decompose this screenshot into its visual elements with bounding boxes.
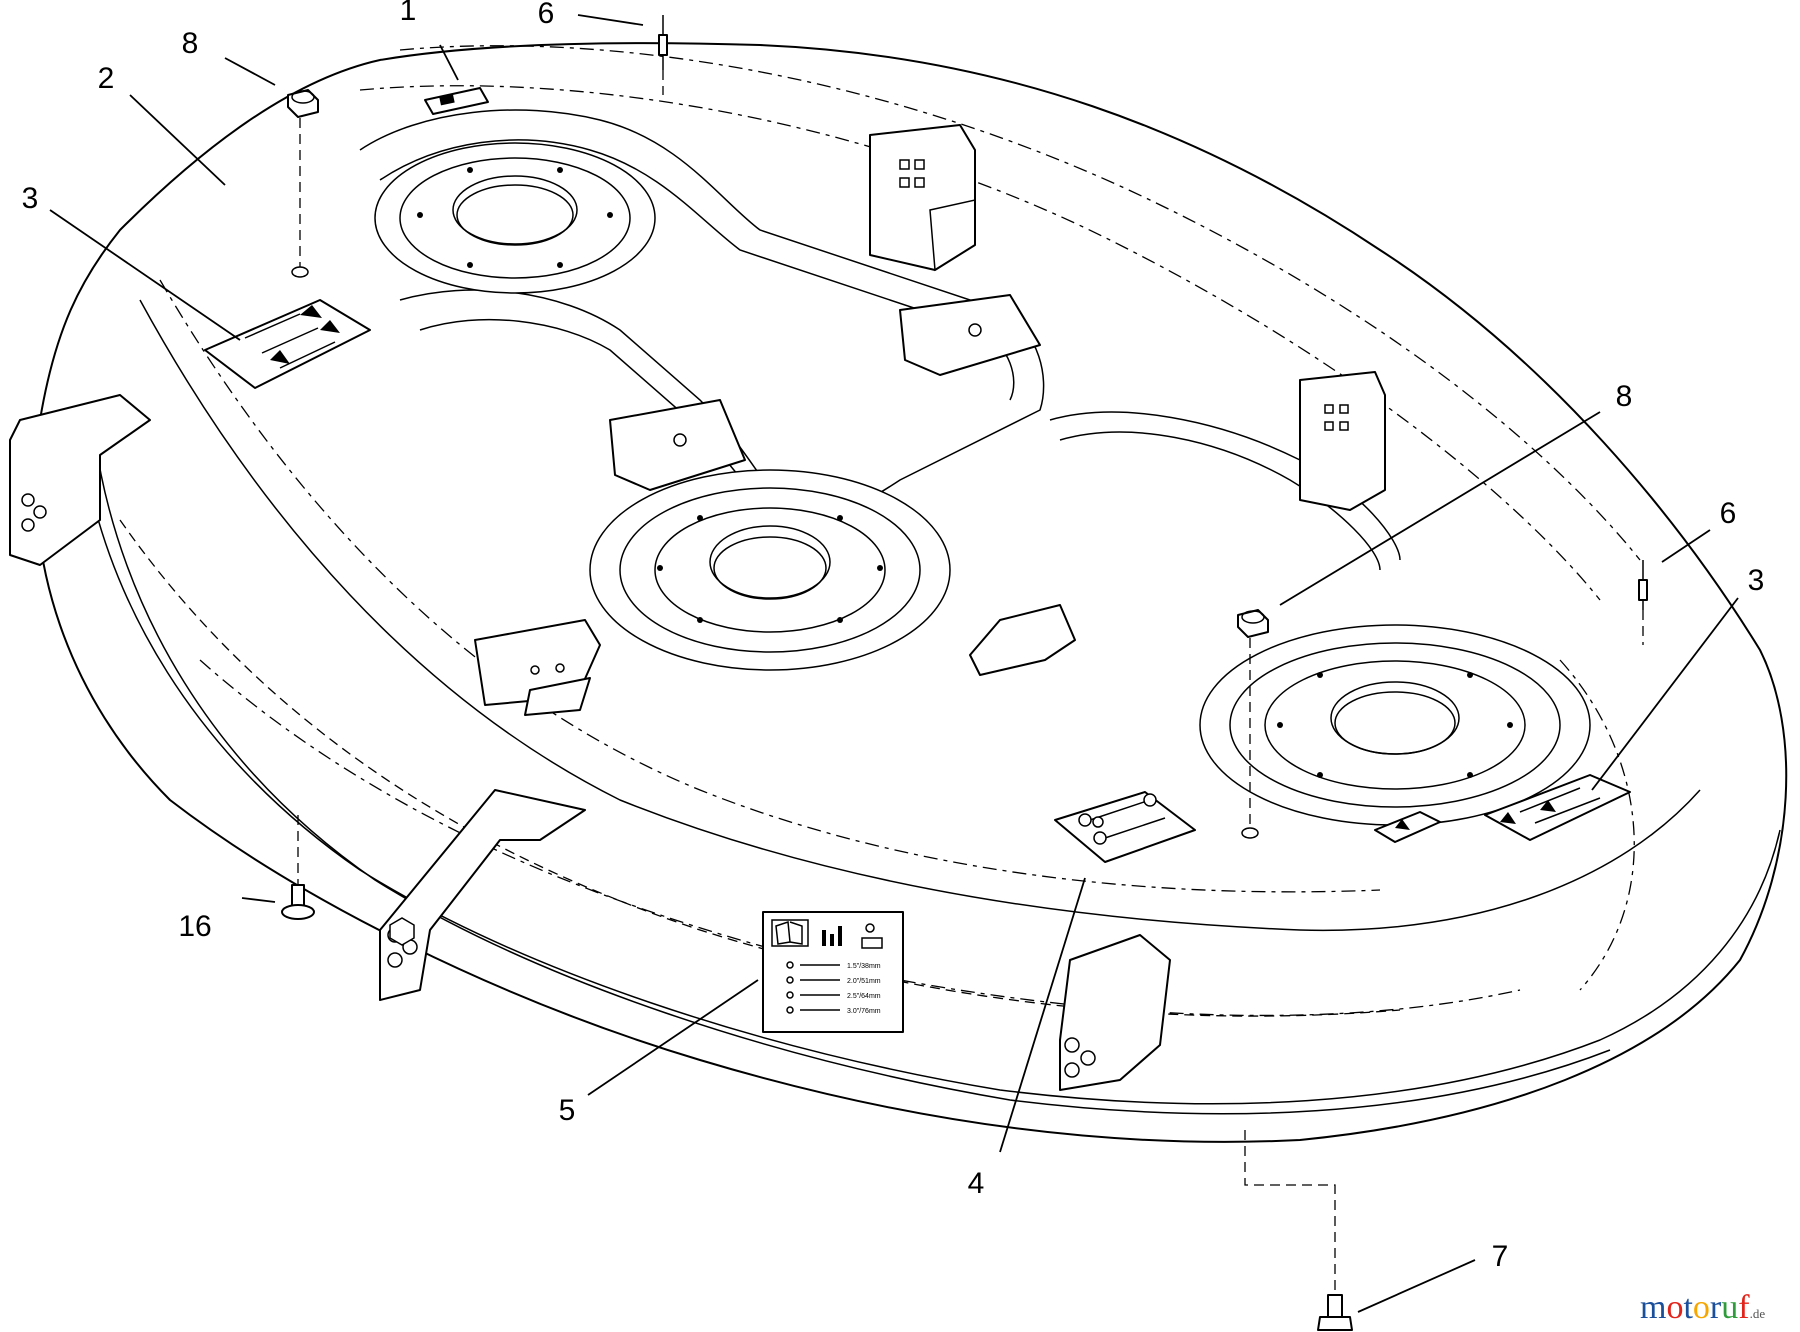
decal-item-5: 1.5"/38mm 2.0"/51mm 2.5"/64mm 3.0"/76mm xyxy=(762,911,904,1033)
height-settings: 1.5"/38mm 2.0"/51mm 2.5"/64mm 3.0"/76mm xyxy=(786,961,881,1015)
decal-item-3-left xyxy=(204,299,371,389)
nut-item-8-right xyxy=(1237,609,1269,839)
height-setting-4: 3.0"/76mm xyxy=(847,1008,881,1015)
front-bracket-left xyxy=(379,789,586,1001)
callout-5: 5 xyxy=(559,1094,576,1127)
watermark-letter: t xyxy=(1683,1289,1693,1326)
height-setting-2: 2.0"/51mm xyxy=(847,978,881,985)
callout-8-left: 8 xyxy=(182,27,199,60)
rear-bracket-left xyxy=(869,124,976,272)
callout-2: 2 xyxy=(98,62,115,95)
pin-item-6-right xyxy=(1638,560,1648,645)
callout-1: 1 xyxy=(400,0,417,27)
svg-text:motoruf.de: motoruf.de xyxy=(1640,1289,1765,1326)
height-setting-3: 2.5"/64mm xyxy=(847,993,881,1000)
callout-6-right: 6 xyxy=(1720,497,1737,530)
rear-bracket-right xyxy=(1299,371,1386,511)
bolt-item-7 xyxy=(1244,1130,1353,1331)
inner-bracket xyxy=(474,619,601,716)
watermark-letter: o xyxy=(1666,1289,1683,1326)
watermark-suffix: .de xyxy=(1750,1306,1766,1321)
watermark-letter: u xyxy=(1721,1289,1738,1326)
callout-3-right: 3 xyxy=(1748,564,1765,597)
height-setting-1: 1.5"/38mm xyxy=(847,963,881,970)
callout-16: 16 xyxy=(178,910,211,943)
baffle-clips xyxy=(609,294,1076,676)
side-bracket-left xyxy=(9,394,151,566)
callout-8-right: 8 xyxy=(1616,380,1633,413)
motoruf-watermark: motoruf.de xyxy=(1640,1289,1765,1326)
pin-item-6-top xyxy=(658,15,668,95)
bolt-item-16 xyxy=(281,815,315,920)
watermark-letter: m xyxy=(1640,1289,1666,1326)
watermark-letter: f xyxy=(1738,1289,1750,1326)
front-bracket-center xyxy=(1059,934,1171,1091)
callout-labels: 1 2 3 3 4 5 6 6 7 8 8 16 xyxy=(22,0,1765,1273)
callout-7: 7 xyxy=(1492,1240,1509,1273)
callout-3-left: 3 xyxy=(22,182,39,215)
callout-4: 4 xyxy=(968,1167,985,1200)
watermark-letter: o xyxy=(1693,1289,1710,1326)
spindle-left xyxy=(374,142,656,294)
decal-item-3-right xyxy=(1374,774,1631,843)
leader-lines xyxy=(49,14,1739,1313)
nut-item-8-left xyxy=(287,89,319,278)
watermark-letter: r xyxy=(1710,1289,1722,1326)
watermark-brand: motoruf xyxy=(1640,1289,1750,1326)
decal-item-4 xyxy=(1054,791,1196,863)
decal-item-1 xyxy=(424,87,489,115)
spindle-center xyxy=(589,469,951,671)
spindle-right xyxy=(1199,624,1591,826)
callout-6-top: 6 xyxy=(538,0,555,30)
